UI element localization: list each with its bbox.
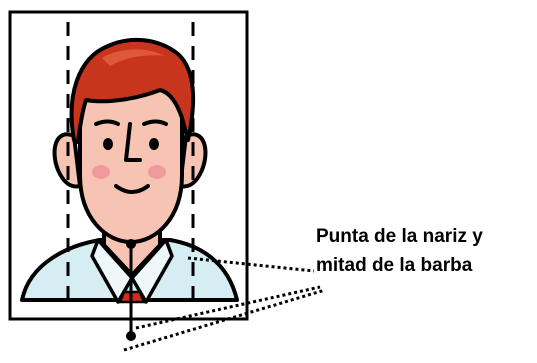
- nose: [124, 122, 142, 162]
- collar: [130, 238, 174, 304]
- right-cheek: [148, 165, 166, 179]
- left-ear: [52, 132, 82, 189]
- leader-line: [135, 285, 321, 330]
- nose-chin-caption: Punta de la nariz y mitad de la barba: [316, 222, 536, 280]
- right-eye: [149, 138, 159, 150]
- left-cheek: [92, 165, 110, 179]
- mouth: [114, 184, 150, 194]
- caption-line-2: mitad de la barba: [316, 255, 473, 276]
- right-eyebrow: [142, 119, 168, 126]
- leader-line: [123, 288, 326, 352]
- caption-line-1: Punta de la nariz y: [316, 226, 483, 247]
- left-eye: [103, 138, 113, 150]
- chin-marker: [126, 239, 136, 249]
- collar: [90, 238, 134, 304]
- left-eyebrow: [94, 119, 120, 126]
- bottom-marker: [126, 331, 136, 341]
- hair-highlight: [102, 49, 164, 66]
- portrait-photo: [8, 10, 249, 321]
- right-ear: [178, 132, 208, 189]
- hair: [69, 37, 196, 144]
